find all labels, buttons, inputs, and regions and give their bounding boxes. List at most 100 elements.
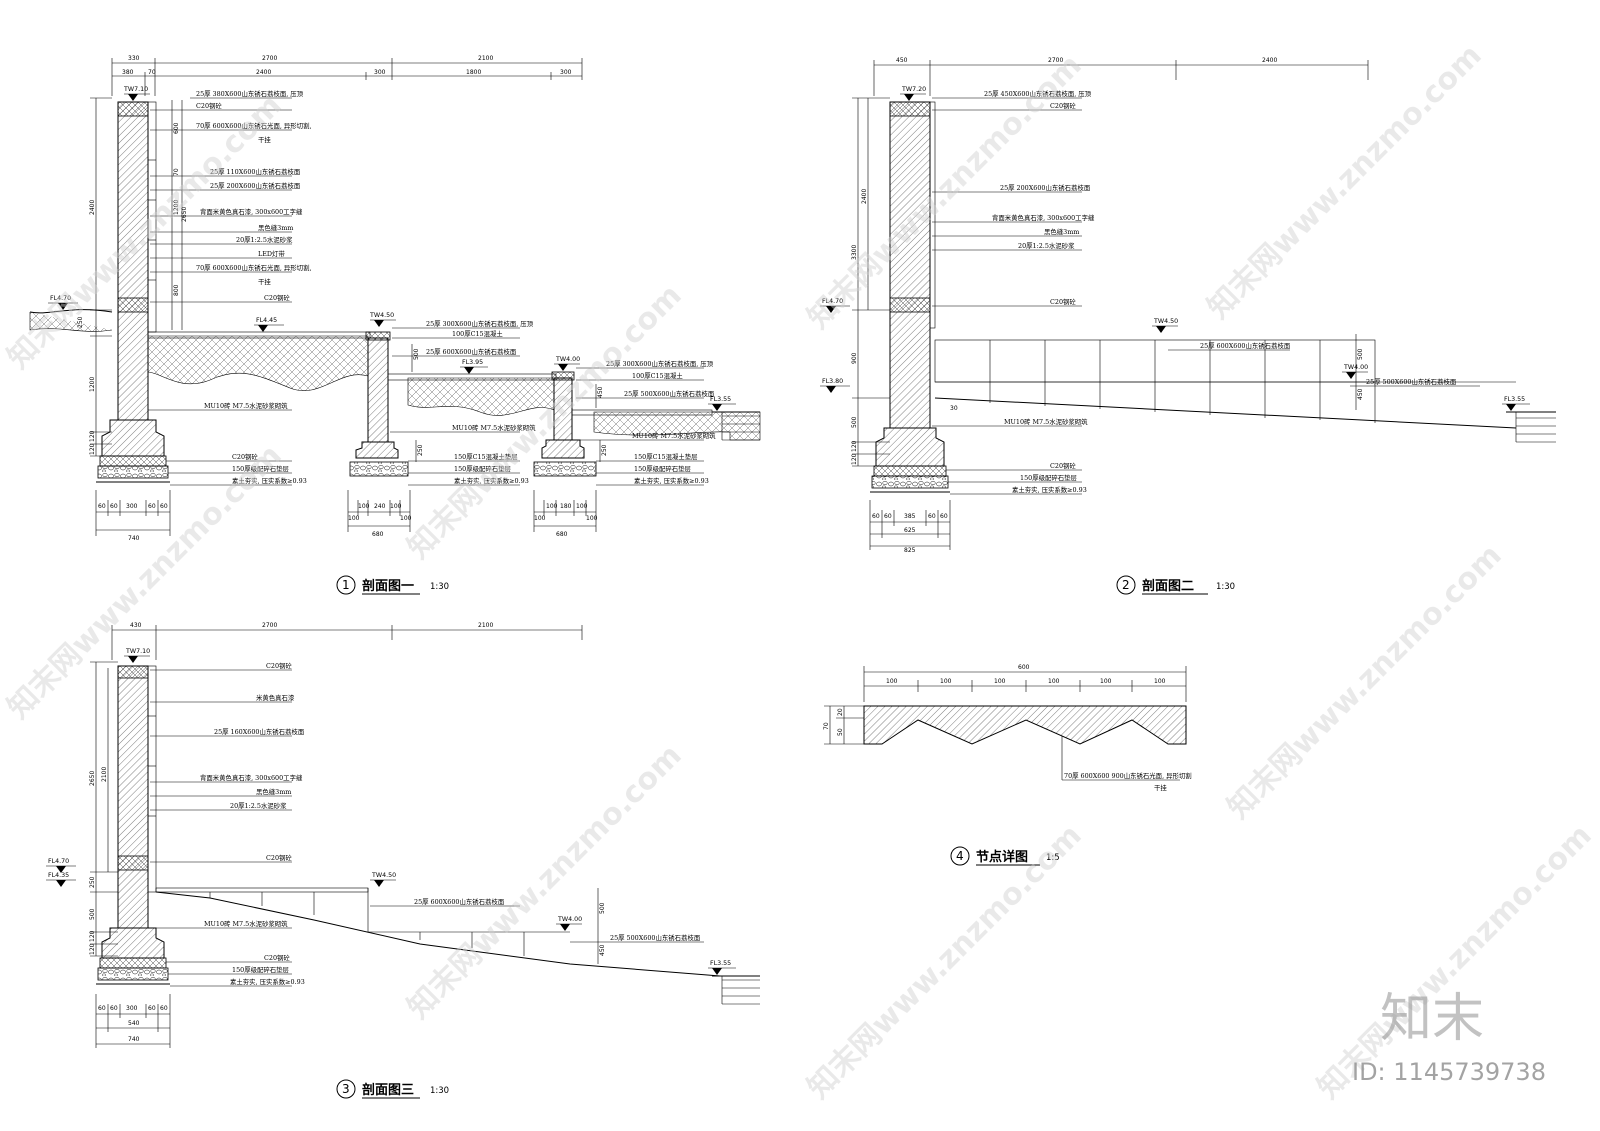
- s2-note-4: 背面米黄色真石漆, 300x600工字缝: [992, 213, 1095, 222]
- section-2: 450 2700 2400 2400 3300 900 500 120 120: [820, 57, 1556, 595]
- dim-250-step: 250: [417, 444, 424, 456]
- dim-2700: 2700: [262, 55, 277, 62]
- title-4-number: 4: [956, 849, 964, 863]
- wall-3: [117, 665, 149, 929]
- masonry-note-3: MU10砖 M7.5水泥砂浆砌筑: [632, 431, 716, 440]
- s3-dim-2650-v: 2650: [89, 771, 96, 786]
- note-5: 25厚 110X600山东锈石荔枝面: [210, 167, 301, 176]
- s2-f-60c: 60: [928, 513, 936, 520]
- s2-dim-450: 450: [1357, 388, 1364, 400]
- s4-dim-20: 20: [837, 708, 844, 716]
- level-tw400: TW4.00: [555, 356, 580, 363]
- section-2-title: 2 剖面图二 1:30: [1116, 575, 1235, 595]
- note-8: 黑色缝3mm: [258, 223, 293, 232]
- dim-2650-v: 2650: [181, 207, 188, 222]
- s3-step-note-1: 25厚 600X600山东锈石荔枝面: [414, 897, 505, 906]
- s4-dim-50: 50: [837, 728, 844, 736]
- watermark-6: 知末网www.znzmo.com: [401, 738, 689, 1026]
- s3-base-2: 150厚级配碎石垫层: [232, 965, 290, 974]
- level-tw710: TW7.10: [123, 86, 148, 93]
- s3-f-60b: 60: [110, 1005, 118, 1012]
- level-markers-2: TW7.20 FL4.70 FL3.80 TW4.50 TW4.00 FL3.5…: [820, 86, 1530, 411]
- s2-note-6: 20厚1:2.5水泥砂浆: [1018, 241, 1075, 250]
- s3-step-note-2: 25厚 500X600山东锈石荔枝面: [610, 933, 701, 942]
- s3-f-60d: 60: [160, 1005, 168, 1012]
- footing-dims-3: 100 100 180 100 100 680: [533, 490, 598, 538]
- s3-dim-250-v: 250: [89, 876, 96, 888]
- step1-note-3: 25厚 600X600山东锈石荔枝面: [426, 347, 517, 356]
- section-2-left-dimensions: 2400 3300 900 500 120 120: [851, 97, 890, 467]
- s3-level-fl435: FL4.35: [48, 872, 69, 879]
- s3-base-1: C20钢砼: [264, 953, 290, 962]
- s2-dim-2400: 2400: [1262, 57, 1277, 64]
- base-1-note-1: C20钢砼: [232, 452, 258, 461]
- s3-f-60a: 60: [98, 1005, 106, 1012]
- s3-dim-120-v1: 120: [89, 930, 96, 942]
- note-3: 70厚 600X600山东锈石光面, 异形切割,: [196, 121, 312, 130]
- s4-seg-2: 100: [940, 678, 952, 685]
- note-7: 背面米黄色真石漆, 300x600工字缝: [200, 207, 303, 216]
- s3-dim-2100-v: 2100: [101, 767, 108, 782]
- f2-100d: 100: [400, 515, 412, 522]
- s2-base-3: 素土夯实, 压实系数≥0.93: [1012, 485, 1087, 494]
- paving-blocks-3: [155, 887, 760, 1005]
- f1-60b: 60: [110, 503, 118, 510]
- s3-base-3: 素土夯实, 压实系数≥0.93: [230, 977, 305, 986]
- s2-level-tw450: TW4.50: [1153, 318, 1178, 325]
- s2-note-7: C20钢砼: [1050, 297, 1076, 306]
- step2-note-1: 25厚 300X600山东锈石荔枝面, 压顶: [606, 359, 714, 368]
- step2-note-3: 25厚 500X600山东锈石荔枝面: [624, 389, 715, 398]
- s3-level-tw450: TW4.50: [371, 872, 396, 879]
- level-fl445: FL4.45: [256, 317, 277, 324]
- s2-f-60b: 60: [884, 513, 892, 520]
- watermark-7: 知末网www.znzmo.com: [801, 818, 1089, 1106]
- masonry-note-2: MU10砖 M7.5水泥砂浆砌筑: [452, 423, 536, 432]
- s2-note-1: 25厚 450X600山东锈石荔枝面, 压顶: [984, 89, 1092, 98]
- f3-total: 680: [556, 531, 568, 538]
- note-9: 20厚1:2.5水泥砂浆: [236, 235, 293, 244]
- step1-note-1: 25厚 300X600山东锈石荔枝面, 压顶: [426, 319, 534, 328]
- dim-450-step2: 450: [597, 386, 604, 398]
- brand-logo: 知末 ID: 1145739738: [1352, 989, 1546, 1086]
- base-3-note-3: 素土夯实, 压实系数≥0.93: [634, 476, 709, 485]
- level-fl470: FL4.70: [50, 295, 71, 302]
- base-3-note-2: 150厚级配碎石垫层: [634, 464, 692, 473]
- section-4-title: 4 节点详图 1:5: [950, 846, 1060, 866]
- paving-blocks-2: [934, 339, 1556, 443]
- s3-dim-450: 450: [599, 944, 606, 956]
- section-3: 430 2700 2100 2650 2100 250 500 120 120: [46, 622, 760, 1099]
- f1-60c: 60: [148, 503, 156, 510]
- title-4-name: 节点详图: [976, 849, 1028, 865]
- s2-dim-2700: 2700: [1048, 57, 1063, 64]
- step1-note-2: 100厚C15混凝土: [452, 329, 503, 338]
- dim-300a: 300: [374, 69, 386, 76]
- s3-f-540: 540: [128, 1020, 140, 1027]
- s2-f-60d: 60: [940, 513, 948, 520]
- footing-dims-1: 60 60 300 60 60 740: [95, 490, 171, 542]
- dim-380: 380: [122, 69, 134, 76]
- s3-dim-2100: 2100: [478, 622, 493, 629]
- wall-3-notes: C20钢砼 米黄色真石漆 25厚 160X600山东锈石荔枝面 背面米黄色真石漆…: [150, 661, 704, 987]
- dim-120-v1: 120: [89, 430, 96, 442]
- f3-100a: 100: [534, 515, 546, 522]
- watermark-4: 知末网www.znzmo.com: [1201, 38, 1489, 326]
- note-12: 干挂: [258, 277, 271, 286]
- step-2-notes: 25厚 300X600山东锈石荔枝面, 压顶 100厚C15混凝土 25厚 50…: [576, 359, 715, 408]
- section-4-left-dimensions: 70 20 50: [823, 705, 864, 745]
- s3-note-2: 米黄色真石漆: [256, 693, 295, 702]
- title-3-name: 剖面图三: [362, 1082, 414, 1098]
- f3-180: 180: [560, 503, 572, 510]
- title-3-number: 3: [342, 1082, 350, 1096]
- stone-panel-profile: [863, 705, 1187, 745]
- soil-fill-1: [147, 335, 369, 391]
- s2-dim-450: 450: [896, 57, 908, 64]
- level-markers-1: TW7.10 FL4.70 FL4.45 TW4.50 FL3.95 TW4.0…: [48, 86, 736, 411]
- s3-note-3: 25厚 160X600山东锈石荔枝面: [214, 727, 305, 736]
- section-1-inner-dimensions: 600 70 1200 2650 800: [171, 100, 188, 330]
- section-3-left-dimensions: 2650 2100 250 500 120 120: [89, 661, 118, 957]
- s3-masonry: MU10砖 M7.5水泥砂浆砌筑: [204, 919, 288, 928]
- title-3-scale: 1:30: [430, 1086, 449, 1096]
- base-notes-1: C20钢砼 150厚级配碎石垫层 素土夯实, 压实系数≥0.93: [166, 452, 307, 486]
- s2-note-5: 黑色缝3mm: [1044, 227, 1079, 236]
- base-3-note-1: 150厚C15混凝土垫层: [634, 452, 698, 461]
